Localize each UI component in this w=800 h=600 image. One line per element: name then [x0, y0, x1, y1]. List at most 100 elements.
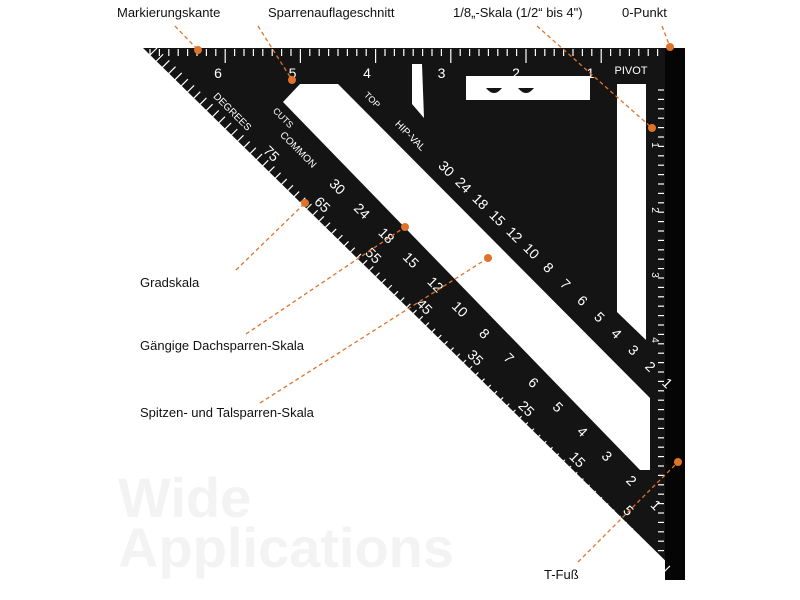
tick [588, 490, 597, 499]
leader-line [536, 25, 653, 129]
tick [310, 209, 319, 218]
tick [606, 509, 615, 518]
tick [254, 153, 263, 162]
square-body [143, 48, 685, 580]
tick [650, 553, 659, 561]
tick [359, 259, 368, 268]
tick [174, 72, 183, 81]
tick [248, 147, 257, 156]
tick [483, 384, 492, 393]
tick [532, 434, 541, 443]
tick [637, 540, 646, 549]
tick [427, 328, 436, 337]
tick [211, 109, 220, 118]
diagonal-slot [283, 84, 650, 470]
right-cutout [617, 84, 646, 340]
tick [316, 216, 325, 224]
marker-dot [666, 43, 674, 51]
tick [421, 322, 430, 330]
tick [433, 334, 442, 343]
tick [402, 303, 411, 312]
leader-line [245, 226, 406, 335]
tick [501, 403, 510, 412]
tick [470, 372, 479, 380]
marker-dot [301, 199, 309, 207]
leader-line [661, 25, 671, 48]
tick [538, 440, 547, 449]
tick [520, 421, 529, 430]
top-wave-cutout [466, 76, 590, 100]
tick [229, 128, 238, 137]
tick [594, 496, 603, 505]
tick [452, 353, 461, 362]
tick [242, 141, 251, 150]
tick [161, 60, 170, 68]
tick [557, 459, 566, 468]
tick [291, 191, 300, 199]
tick [186, 85, 195, 93]
marker-dot [648, 124, 656, 132]
tick [378, 278, 387, 287]
tick [458, 359, 467, 368]
tick [266, 166, 275, 174]
label-hip-valley-scale: Spitzen- und Talsparren-Skala [140, 405, 314, 420]
marker-dot [674, 458, 682, 466]
tick [273, 172, 282, 181]
tick [643, 546, 652, 555]
label-t-foot: T-Fuß [544, 567, 579, 582]
tick [192, 91, 201, 100]
tick [155, 53, 164, 62]
tick [545, 446, 553, 455]
tick [372, 272, 380, 281]
tick [415, 315, 424, 324]
tick [168, 66, 176, 75]
tick [551, 453, 560, 462]
marker-dot [484, 254, 492, 262]
tick [180, 78, 189, 87]
marker-dot [194, 46, 202, 54]
tick [600, 503, 609, 511]
tick [396, 297, 405, 306]
watermark-line-1: Wide [118, 466, 252, 529]
label-marking-edge: Markierungskante [117, 5, 221, 20]
tick [390, 290, 399, 299]
right-inch-number: 4 [649, 337, 660, 343]
tick [341, 241, 350, 249]
label-degree-scale: Gradskala [140, 275, 200, 290]
tick [526, 428, 535, 437]
tick [563, 465, 572, 474]
tick [334, 234, 343, 243]
tick [582, 484, 591, 493]
top-inch-number: 3 [438, 65, 446, 81]
tick [285, 184, 294, 193]
tick [217, 116, 226, 125]
top-inch-number: 2 [512, 65, 520, 81]
marker-dot [401, 223, 409, 231]
tick [440, 340, 448, 349]
tick [328, 228, 337, 237]
tick [279, 178, 288, 187]
tick [260, 159, 269, 168]
label-eighth-scale: 1/8„-Skala (1/2“ bis 4") [453, 5, 583, 20]
leader-lines [174, 25, 679, 563]
top-inch-number: 6 [214, 65, 222, 81]
label-rafter-seat-cut: Sparrenauflageschnitt [268, 5, 395, 20]
tick [656, 559, 665, 568]
tick [619, 521, 628, 530]
leader-line [257, 25, 293, 81]
tick [149, 47, 158, 56]
label-common-rafter-scale: Gängige Dachsparren-Skala [140, 338, 305, 353]
marker-dots [194, 43, 682, 466]
pivot-label: PIVOT [614, 65, 647, 77]
leader-line [577, 461, 679, 563]
tick [477, 378, 485, 387]
tick [236, 134, 244, 143]
marker-dot [288, 76, 296, 84]
label-zero-point: 0-Punkt [622, 5, 667, 20]
tick [575, 478, 584, 486]
tick [322, 222, 331, 231]
leader-line [259, 257, 489, 404]
tick [384, 284, 393, 293]
